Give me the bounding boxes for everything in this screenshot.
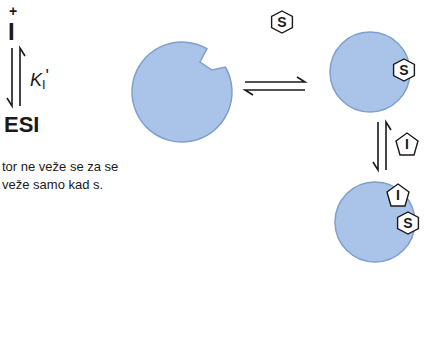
inhibitor-pentagon: I bbox=[386, 183, 410, 207]
substrate-hexagon: S bbox=[396, 211, 420, 235]
inhibitor-symbol: I bbox=[8, 16, 15, 48]
molecule-letter: S bbox=[403, 216, 412, 230]
molecule-letter: S bbox=[399, 63, 408, 77]
molecule-letter: S bbox=[277, 15, 286, 29]
note-text: tor ne veže se za se veže samo kad s. bbox=[2, 158, 124, 193]
enzyme bbox=[132, 42, 232, 142]
substrate-hexagon: S bbox=[392, 58, 416, 82]
substrate-hexagon: S bbox=[270, 10, 294, 34]
equilibrium-arrows bbox=[7, 48, 391, 170]
constant-symbol: KI' bbox=[30, 64, 49, 94]
complex-symbol: ESI bbox=[4, 110, 39, 140]
molecule-letter: I bbox=[396, 188, 400, 202]
inhibitor-pentagon: I bbox=[395, 132, 419, 156]
molecule-letter: I bbox=[405, 137, 409, 151]
